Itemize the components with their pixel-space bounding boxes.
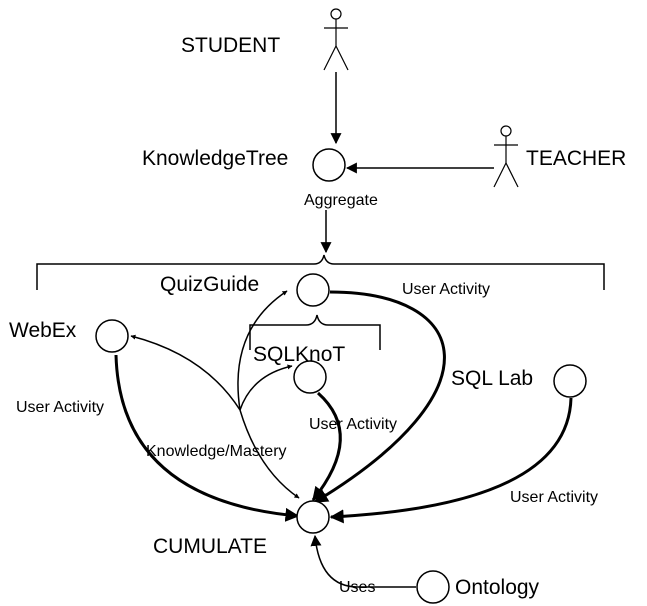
ontology-to-cumulate-arrow: [310, 534, 416, 588]
mastery-to-sqlknot-arrow: [239, 364, 293, 411]
sqlknot-to-cumulate-arrow: [311, 391, 342, 502]
student-actor-icon: [323, 8, 349, 71]
sqlknot-node: [293, 360, 327, 394]
webex-to-cumulate-arrow: [114, 354, 300, 522]
webex-label: WebEx: [9, 319, 77, 342]
cumulate-node: [296, 500, 330, 534]
knowledge-mastery-label: Knowledge/Mastery: [146, 443, 287, 460]
cumulate-label: CUMULATE: [153, 535, 267, 558]
mastery-to-webex-arrow: [130, 334, 241, 411]
student-label: STUDENT: [181, 34, 280, 57]
sqlknot-user-activity-label: User Activity: [309, 416, 397, 433]
aggregate-label: Aggregate: [304, 192, 378, 209]
ontology-node: [416, 570, 450, 604]
teacher-actor-icon: [493, 125, 519, 188]
knowledgetree-label: KnowledgeTree: [142, 147, 288, 170]
aggregate-brace: [36, 254, 605, 290]
uses-label: Uses: [339, 579, 375, 596]
quizguide-to-cumulate-arrow: [313, 290, 446, 504]
quizguide-brace: [249, 314, 381, 350]
ontology-label: Ontology: [455, 576, 540, 599]
quizguide-label: QuizGuide: [160, 273, 259, 296]
sqlknot-label: SQLKnoT: [253, 343, 345, 366]
quizguide-user-activity-label: User Activity: [402, 281, 490, 298]
quizguide-node: [296, 273, 330, 307]
teacher-label: TEACHER: [526, 147, 626, 170]
webex-node: [95, 319, 129, 353]
knowledgetree-node: [312, 148, 346, 182]
mastery-to-cumulate-arrow: [239, 409, 300, 499]
sql-lab-label: SQL Lab: [451, 367, 533, 390]
sqllab-user-activity-label: User Activity: [510, 489, 598, 506]
webex-user-activity-label: User Activity: [16, 399, 104, 416]
mastery-to-quizguide-arrow: [237, 290, 288, 411]
sqllab-to-cumulate-arrow: [329, 397, 573, 524]
sqllab-node: [553, 364, 587, 398]
